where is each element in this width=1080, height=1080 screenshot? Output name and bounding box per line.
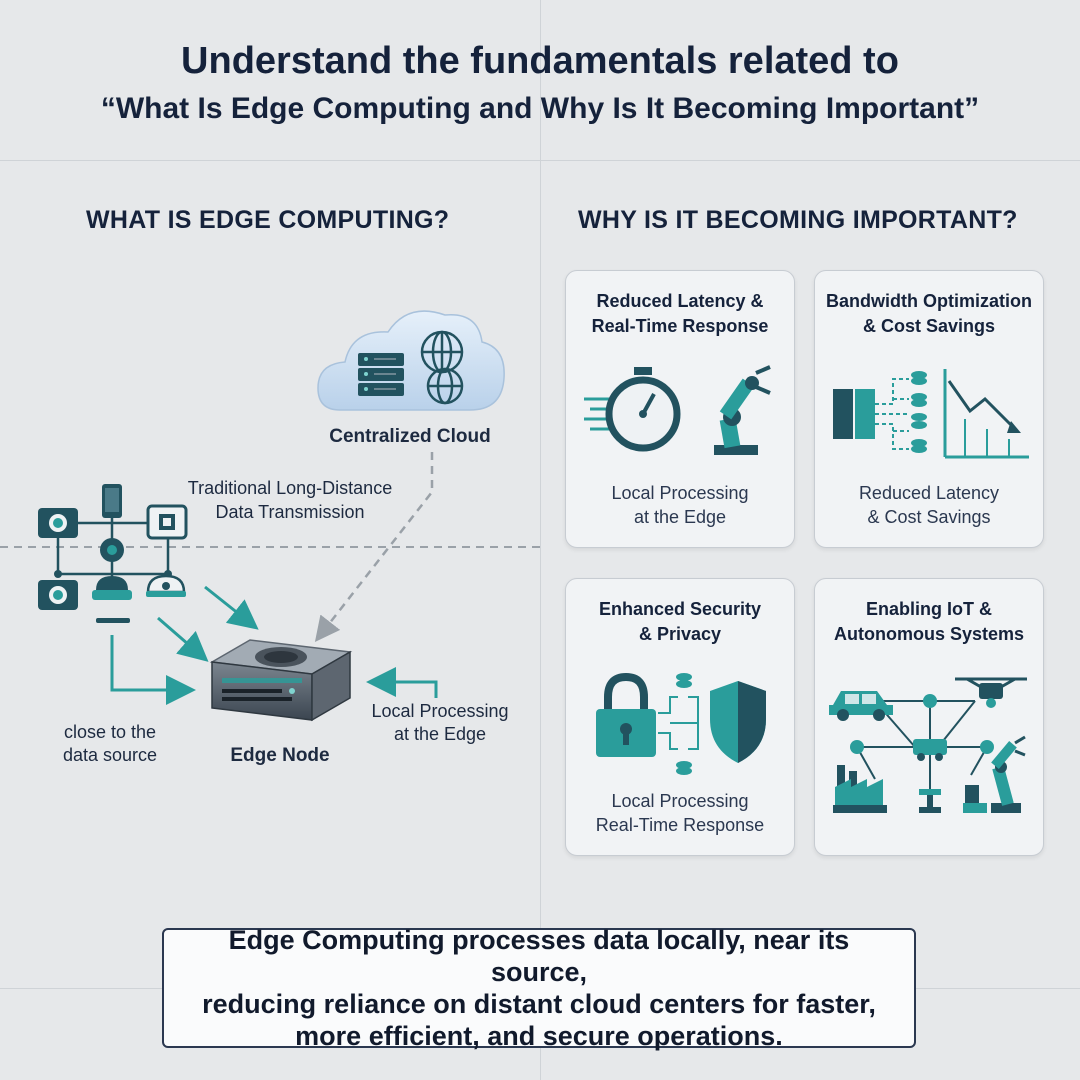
sensor-icon — [146, 504, 188, 540]
edge-server-icon — [209, 639, 353, 722]
card-bandwidth-optimization: Bandwidth Optimization & Cost Savings Red… — [814, 270, 1044, 548]
card-title-line2: & Privacy — [638, 624, 722, 644]
drone-icon — [955, 677, 1027, 708]
summary-line2: reducing reliance on distant cloud cente… — [202, 989, 876, 1019]
local-processing-label-line1: Local Processing — [371, 701, 509, 721]
phone-icon — [102, 484, 122, 518]
camera-icon — [38, 580, 78, 610]
card-sub-line1: Local Processing — [611, 483, 749, 503]
vehicle-node-icon — [913, 739, 947, 761]
card-enhanced-security: Enhanced Security & Privacy Local Process… — [565, 578, 795, 856]
summary-line3: more efficient, and secure operations. — [295, 1021, 783, 1051]
local-processing-label-line2: at the Edge — [393, 724, 487, 744]
card-title-line2: Autonomous Systems — [833, 624, 1025, 644]
database-icon — [676, 673, 692, 775]
padlock-icon — [596, 672, 656, 757]
card-sub-line1: Reduced Latency — [858, 483, 1000, 503]
right-section-heading: WHY IS IT BECOMING IMPORTANT? — [578, 206, 1018, 234]
dome-camera-icon — [146, 574, 186, 597]
iot-illustration — [829, 677, 1027, 813]
card-enabling-iot: Enabling IoT & Autonomous Systems — [814, 578, 1044, 856]
latency-illustration — [584, 365, 771, 455]
card-sub-line1: Local Processing — [611, 791, 749, 811]
summary-box: Edge Computing processes data locally, n… — [162, 925, 916, 1051]
card-title-line1: Bandwidth Optimization — [826, 291, 1032, 311]
camera-icon — [38, 508, 78, 538]
card-title-line1: Enabling IoT & — [866, 599, 992, 619]
bandwidth-illustration — [833, 369, 1029, 459]
cloud-label: Centralized Cloud — [329, 426, 491, 447]
background-divider-top — [0, 160, 1080, 161]
server-rack-icon — [358, 353, 404, 396]
server-block-icon — [833, 389, 875, 439]
left-section-heading: WHAT IS EDGE COMPUTING? — [86, 206, 450, 234]
robot-vacuum-icon — [92, 576, 132, 623]
summary-line1: Edge Computing processes data locally, n… — [228, 925, 850, 987]
car-icon — [829, 691, 893, 721]
card-title-line2: & Cost Savings — [862, 316, 996, 336]
robot-arm-icon — [714, 365, 771, 455]
card-sub-line2: & Cost Savings — [867, 507, 991, 527]
robot-arm-icon — [963, 735, 1026, 813]
page-title: Understand the fundamentals related to — [181, 40, 899, 82]
page-subtitle: “What Is Edge Computing and Why Is It Be… — [100, 92, 980, 125]
card-title-line1: Enhanced Security — [598, 599, 762, 619]
security-illustration — [596, 672, 766, 775]
card-sub-line2: Real-Time Response — [595, 815, 765, 835]
edge-node-label: Edge Node — [230, 745, 330, 766]
background-divider-vertical — [540, 0, 541, 1080]
card-title-line2: Real-Time Response — [591, 316, 769, 336]
close-to-source-label-line1: close to the — [63, 722, 157, 742]
stopwatch-icon — [605, 367, 681, 452]
bar-chart-down-icon — [943, 369, 1029, 459]
card-reduced-latency: Reduced Latency & Real-Time Response Loca… — [565, 270, 795, 548]
globe-icon — [420, 330, 464, 374]
globe-icon — [426, 367, 464, 405]
card-sub-line2: at the Edge — [633, 507, 727, 527]
edge-computing-diagram — [0, 310, 540, 722]
database-icon — [911, 371, 927, 453]
shield-icon — [710, 681, 766, 763]
card-title-line1: Reduced Latency & — [596, 291, 764, 311]
factory-icon — [833, 765, 887, 813]
close-to-source-label-line2: data source — [62, 745, 158, 765]
transmission-label-line1: Traditional Long-Distance — [187, 478, 393, 498]
transmission-label-line2: Data Transmission — [215, 502, 365, 522]
cloud-icon — [317, 310, 505, 411]
sensor-post-icon — [919, 789, 941, 813]
